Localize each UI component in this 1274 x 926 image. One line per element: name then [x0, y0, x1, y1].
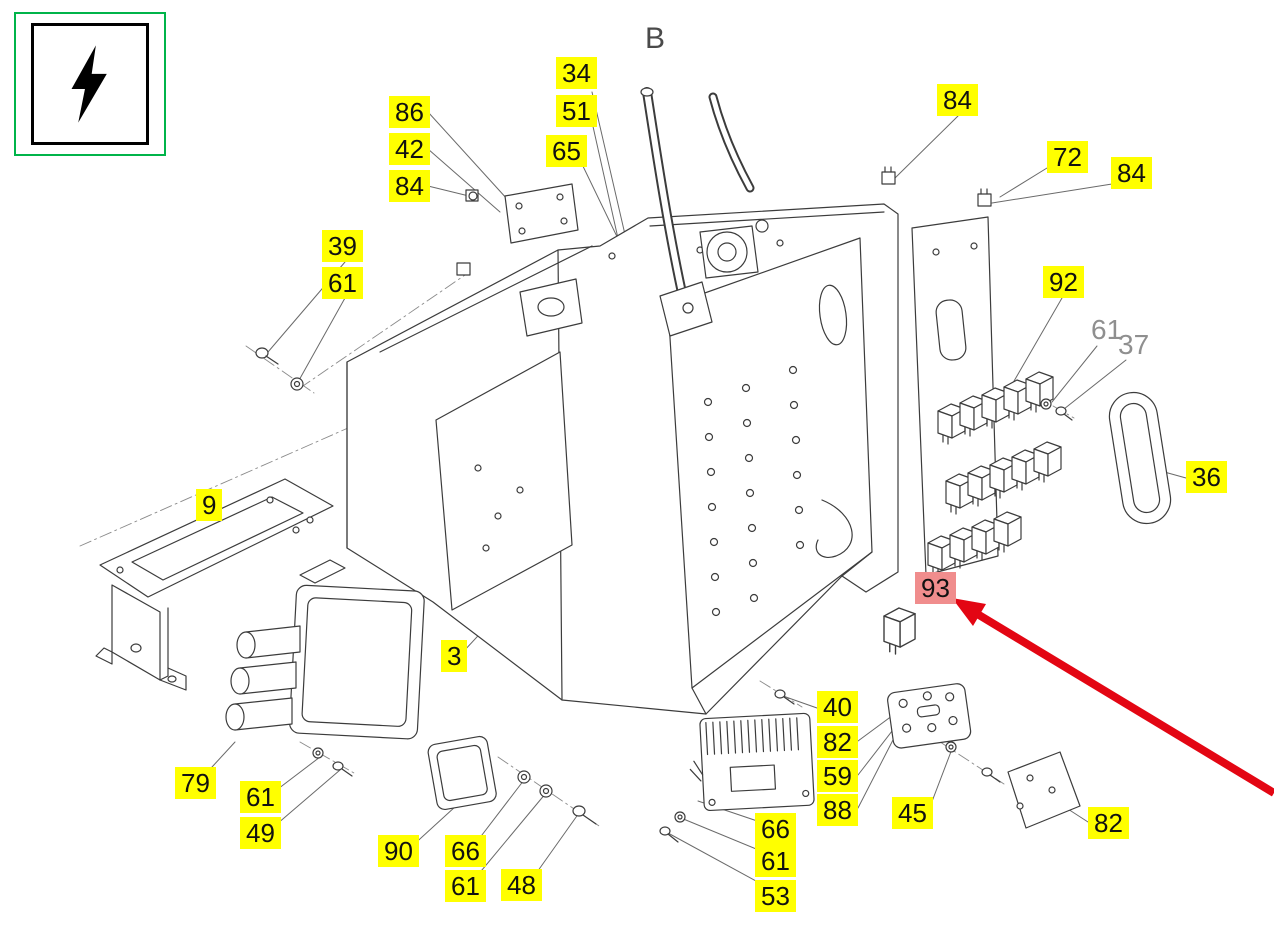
mount-plate	[504, 183, 579, 244]
single-relay	[883, 607, 916, 655]
heatsink-fins	[705, 717, 800, 756]
gasket-ring	[1108, 391, 1172, 525]
support-bracket	[95, 478, 334, 691]
legend-inner-frame	[31, 23, 149, 145]
main-frame	[346, 203, 899, 715]
view-label: B	[645, 22, 666, 55]
fasteners	[255, 191, 1073, 843]
mount-bracket	[1007, 751, 1081, 829]
relay-plate	[887, 683, 972, 749]
gauge-plate	[519, 278, 583, 337]
leader-lines	[211, 91, 1187, 894]
finned-controller	[689, 712, 815, 812]
lever-assembly	[640, 87, 769, 337]
pointer-arrow	[952, 598, 1274, 797]
lightning-bolt-icon	[71, 45, 107, 123]
legend-frame	[14, 12, 166, 156]
control-unit	[225, 559, 425, 740]
panel-holes	[474, 239, 805, 617]
small-module	[427, 735, 497, 811]
